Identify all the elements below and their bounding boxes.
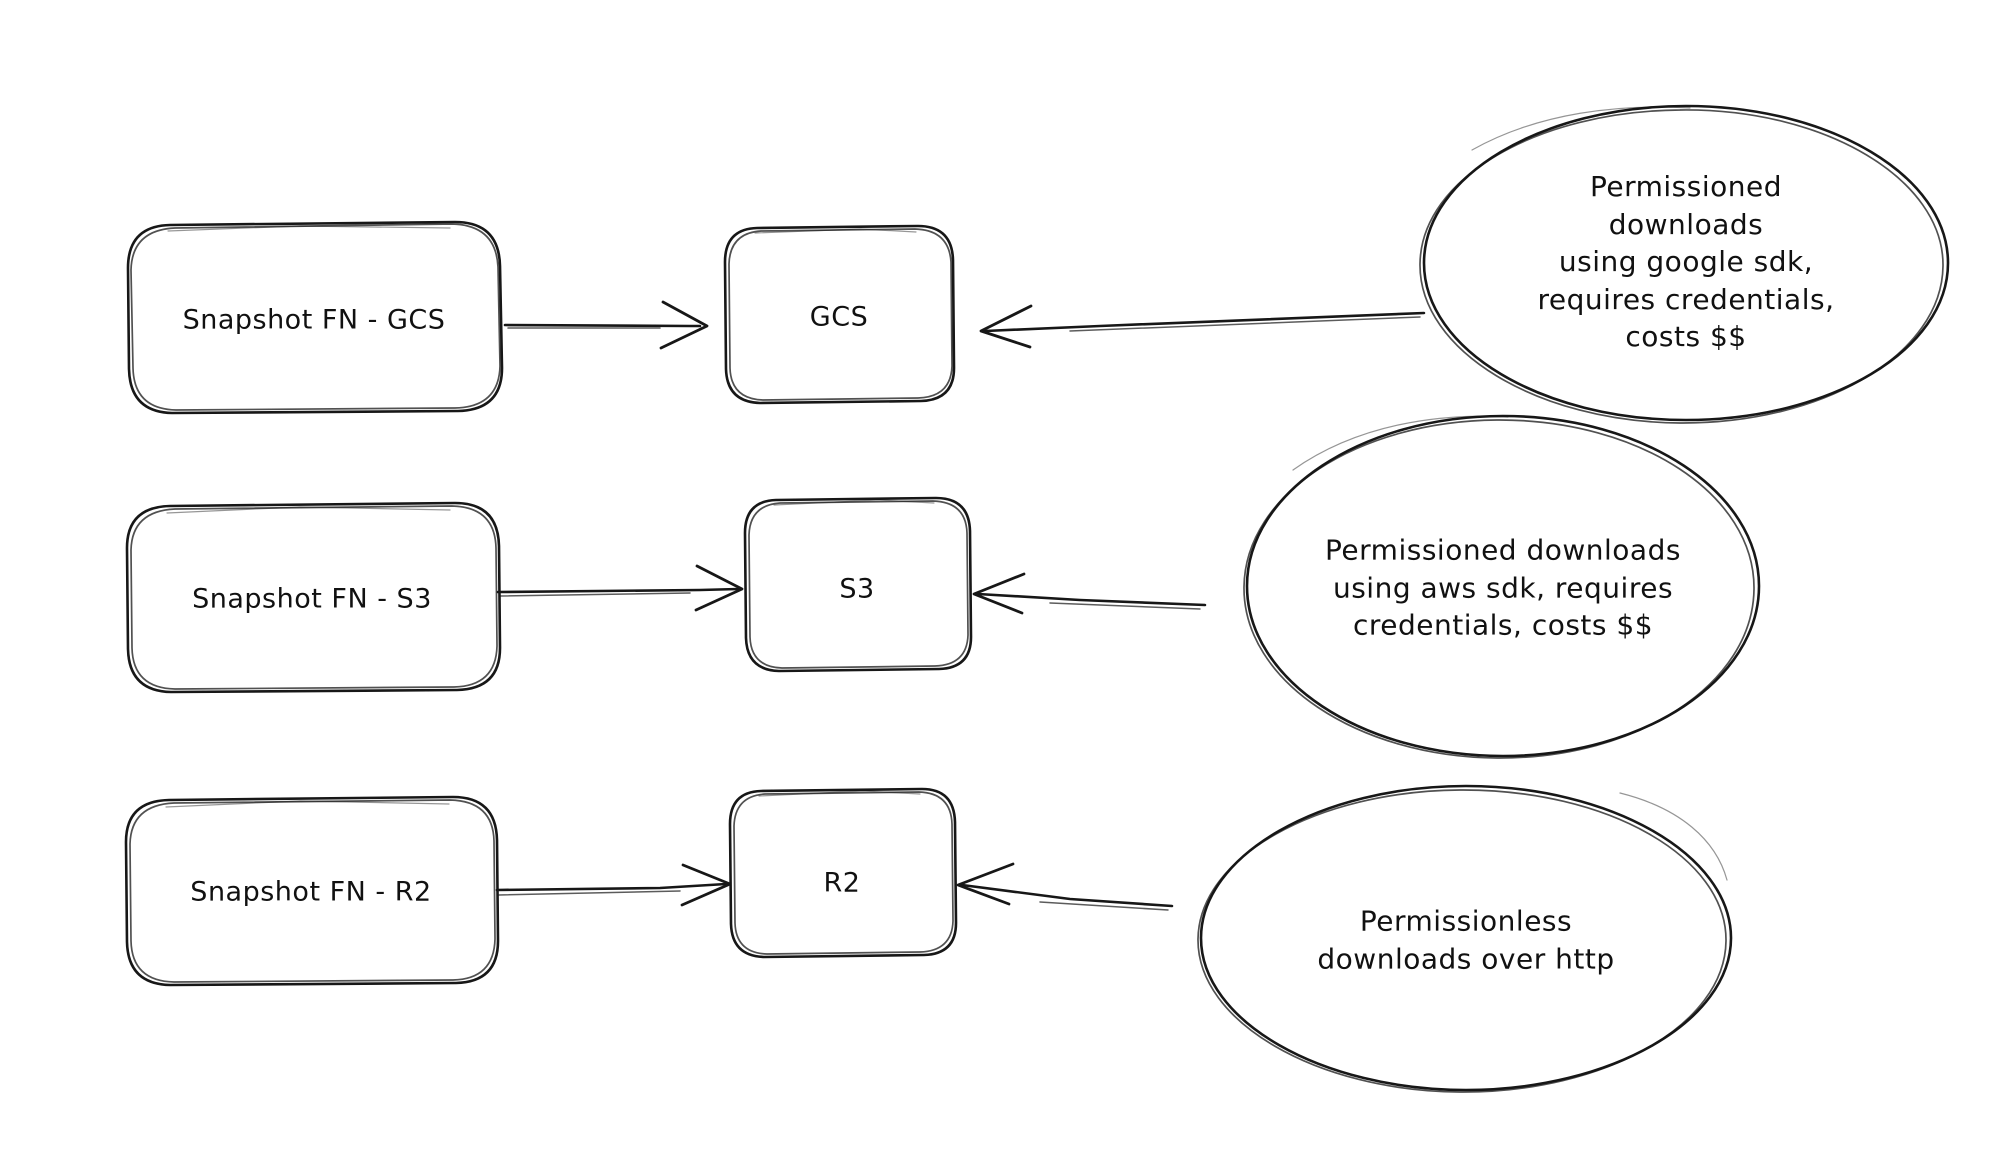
edge-note-to-store-r2	[956, 862, 1174, 911]
shape-store-box-gcs[interactable]	[723, 224, 956, 405]
shape-store-box-r2[interactable]	[728, 787, 958, 959]
edge-note-to-store-gcs	[979, 304, 1426, 349]
edge-source-to-store-gcs	[503, 300, 709, 350]
shape-note-ellipse-gcs[interactable]	[1419, 104, 1950, 424]
shape-source-box-gcs[interactable]	[126, 220, 504, 415]
edge-source-to-store-s3	[496, 564, 744, 612]
shape-note-ellipse-s3[interactable]	[1243, 414, 1761, 759]
shape-source-box-r2[interactable]	[124, 795, 500, 987]
edge-note-to-store-s3	[972, 572, 1207, 615]
shape-source-box-s3[interactable]	[125, 501, 502, 694]
shape-store-box-s3[interactable]	[743, 496, 973, 673]
edge-source-to-store-r2	[495, 863, 732, 907]
shape-note-ellipse-r2[interactable]	[1197, 784, 1733, 1093]
